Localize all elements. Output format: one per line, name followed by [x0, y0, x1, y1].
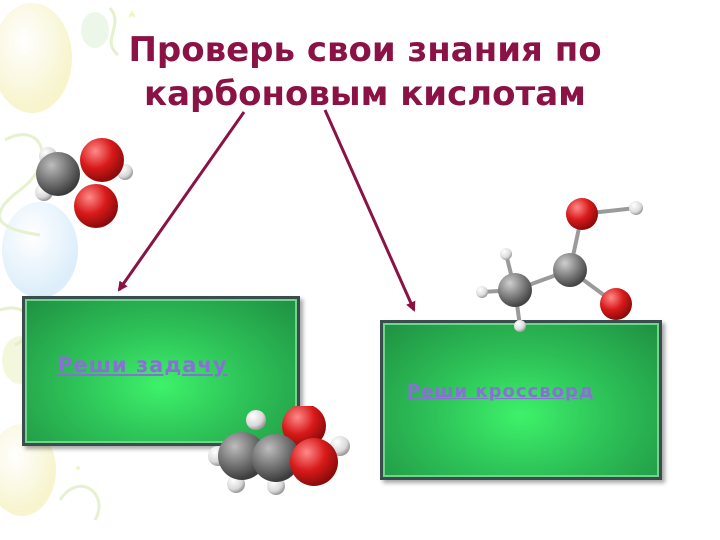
molecule-model [208, 406, 350, 495]
molecule-model [476, 198, 643, 332]
solve-crossword-box[interactable]: Реши кроссворд [380, 320, 662, 480]
arrow-right [323, 109, 416, 312]
balloon-decoration [0, 3, 109, 516]
solve-problem-link[interactable]: Реши задачу [57, 353, 228, 377]
title-line-1: Проверь свои знания по [128, 30, 602, 70]
solve-crossword-link[interactable]: Реши кроссворд [407, 381, 595, 402]
solve-problem-box[interactable]: Реши задачу [22, 296, 300, 446]
slide-title: Проверь свои знания по карбоновым кислот… [95, 28, 635, 116]
title-line-2: карбоновым кислотам [144, 74, 586, 114]
molecule-model [35, 138, 133, 228]
arrow-left [117, 111, 246, 292]
